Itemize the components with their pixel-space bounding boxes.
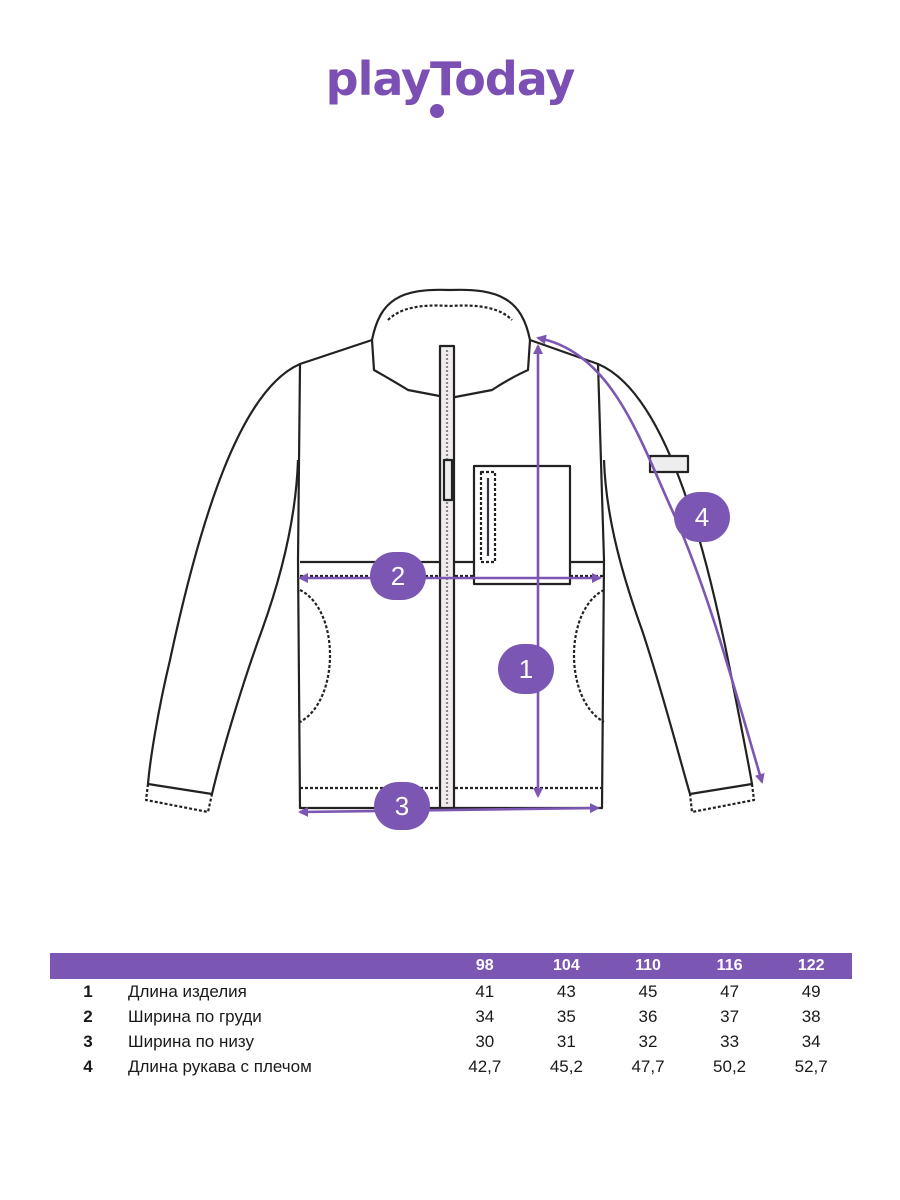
measure-line-3 bbox=[298, 803, 600, 817]
row-number: 1 bbox=[83, 981, 93, 1001]
table-cell: 47 bbox=[720, 981, 740, 1001]
table-cell: 47,7 bbox=[631, 1056, 665, 1076]
row-label: Ширина по низу bbox=[128, 1031, 254, 1051]
size-header: 110 bbox=[635, 957, 661, 974]
svg-text:3: 3 bbox=[395, 791, 409, 821]
size-header: 116 bbox=[716, 957, 743, 974]
table-cell: 30 bbox=[475, 1031, 495, 1051]
size-table-header: 98 104 110 116 122 bbox=[50, 953, 852, 979]
table-cell: 34 bbox=[801, 1031, 821, 1051]
size-table: 98 104 110 116 122 1 Длина изделия 41 43… bbox=[50, 953, 852, 1079]
svg-text:2: 2 bbox=[391, 561, 405, 591]
measurement-badge-4: 4 bbox=[674, 492, 730, 542]
table-cell: 45,2 bbox=[549, 1056, 583, 1076]
measure-line-4 bbox=[536, 334, 765, 784]
table-cell: 38 bbox=[801, 1006, 821, 1026]
table-cell: 50,2 bbox=[713, 1056, 747, 1076]
measurement-lines bbox=[298, 334, 765, 817]
table-cell: 32 bbox=[638, 1031, 658, 1051]
row-label: Длина рукава с плечом bbox=[128, 1056, 312, 1076]
table-cell: 35 bbox=[556, 1006, 576, 1026]
row-number: 2 bbox=[83, 1006, 93, 1026]
table-cell: 31 bbox=[556, 1031, 576, 1051]
row-label: Ширина по груди bbox=[128, 1006, 262, 1026]
measurement-badge-3: 3 bbox=[374, 782, 430, 830]
brand-logo: playToday bbox=[325, 52, 576, 106]
table-cell: 49 bbox=[801, 981, 821, 1001]
header-blank-label bbox=[126, 953, 444, 979]
jacket-outline bbox=[144, 288, 756, 814]
measurement-badge-1: 1 bbox=[498, 644, 554, 694]
table-row: 4 Длина рукава с плечом 42,7 45,2 47,7 5… bbox=[50, 1054, 852, 1079]
logo-dot bbox=[430, 104, 444, 118]
table-cell: 33 bbox=[720, 1031, 740, 1051]
size-header: 122 bbox=[797, 957, 825, 974]
table-cell: 37 bbox=[720, 1006, 740, 1026]
svg-text:1: 1 bbox=[519, 654, 533, 684]
size-header: 104 bbox=[553, 957, 580, 974]
svg-text:4: 4 bbox=[695, 502, 709, 532]
table-cell: 34 bbox=[475, 1006, 495, 1026]
row-number: 4 bbox=[83, 1056, 93, 1076]
row-label: Длина изделия bbox=[128, 981, 247, 1001]
table-row: 1 Длина изделия 41 43 45 47 49 bbox=[50, 979, 852, 1004]
size-header: 98 bbox=[475, 957, 494, 974]
table-cell: 41 bbox=[475, 981, 495, 1001]
table-cell: 45 bbox=[638, 981, 658, 1001]
table-cell: 52,7 bbox=[794, 1056, 828, 1076]
table-cell: 42,7 bbox=[468, 1056, 502, 1076]
header-blank-num bbox=[50, 953, 126, 979]
row-number: 3 bbox=[83, 1031, 93, 1051]
table-cell: 36 bbox=[638, 1006, 658, 1026]
measurement-badge-2: 2 bbox=[370, 552, 426, 600]
table-cell: 43 bbox=[556, 981, 576, 1001]
table-row: 2 Ширина по груди 34 35 36 37 38 bbox=[50, 1004, 852, 1029]
table-row: 3 Ширина по низу 30 31 32 33 34 bbox=[50, 1029, 852, 1054]
jacket-diagram: 1 2 3 4 bbox=[144, 288, 765, 830]
